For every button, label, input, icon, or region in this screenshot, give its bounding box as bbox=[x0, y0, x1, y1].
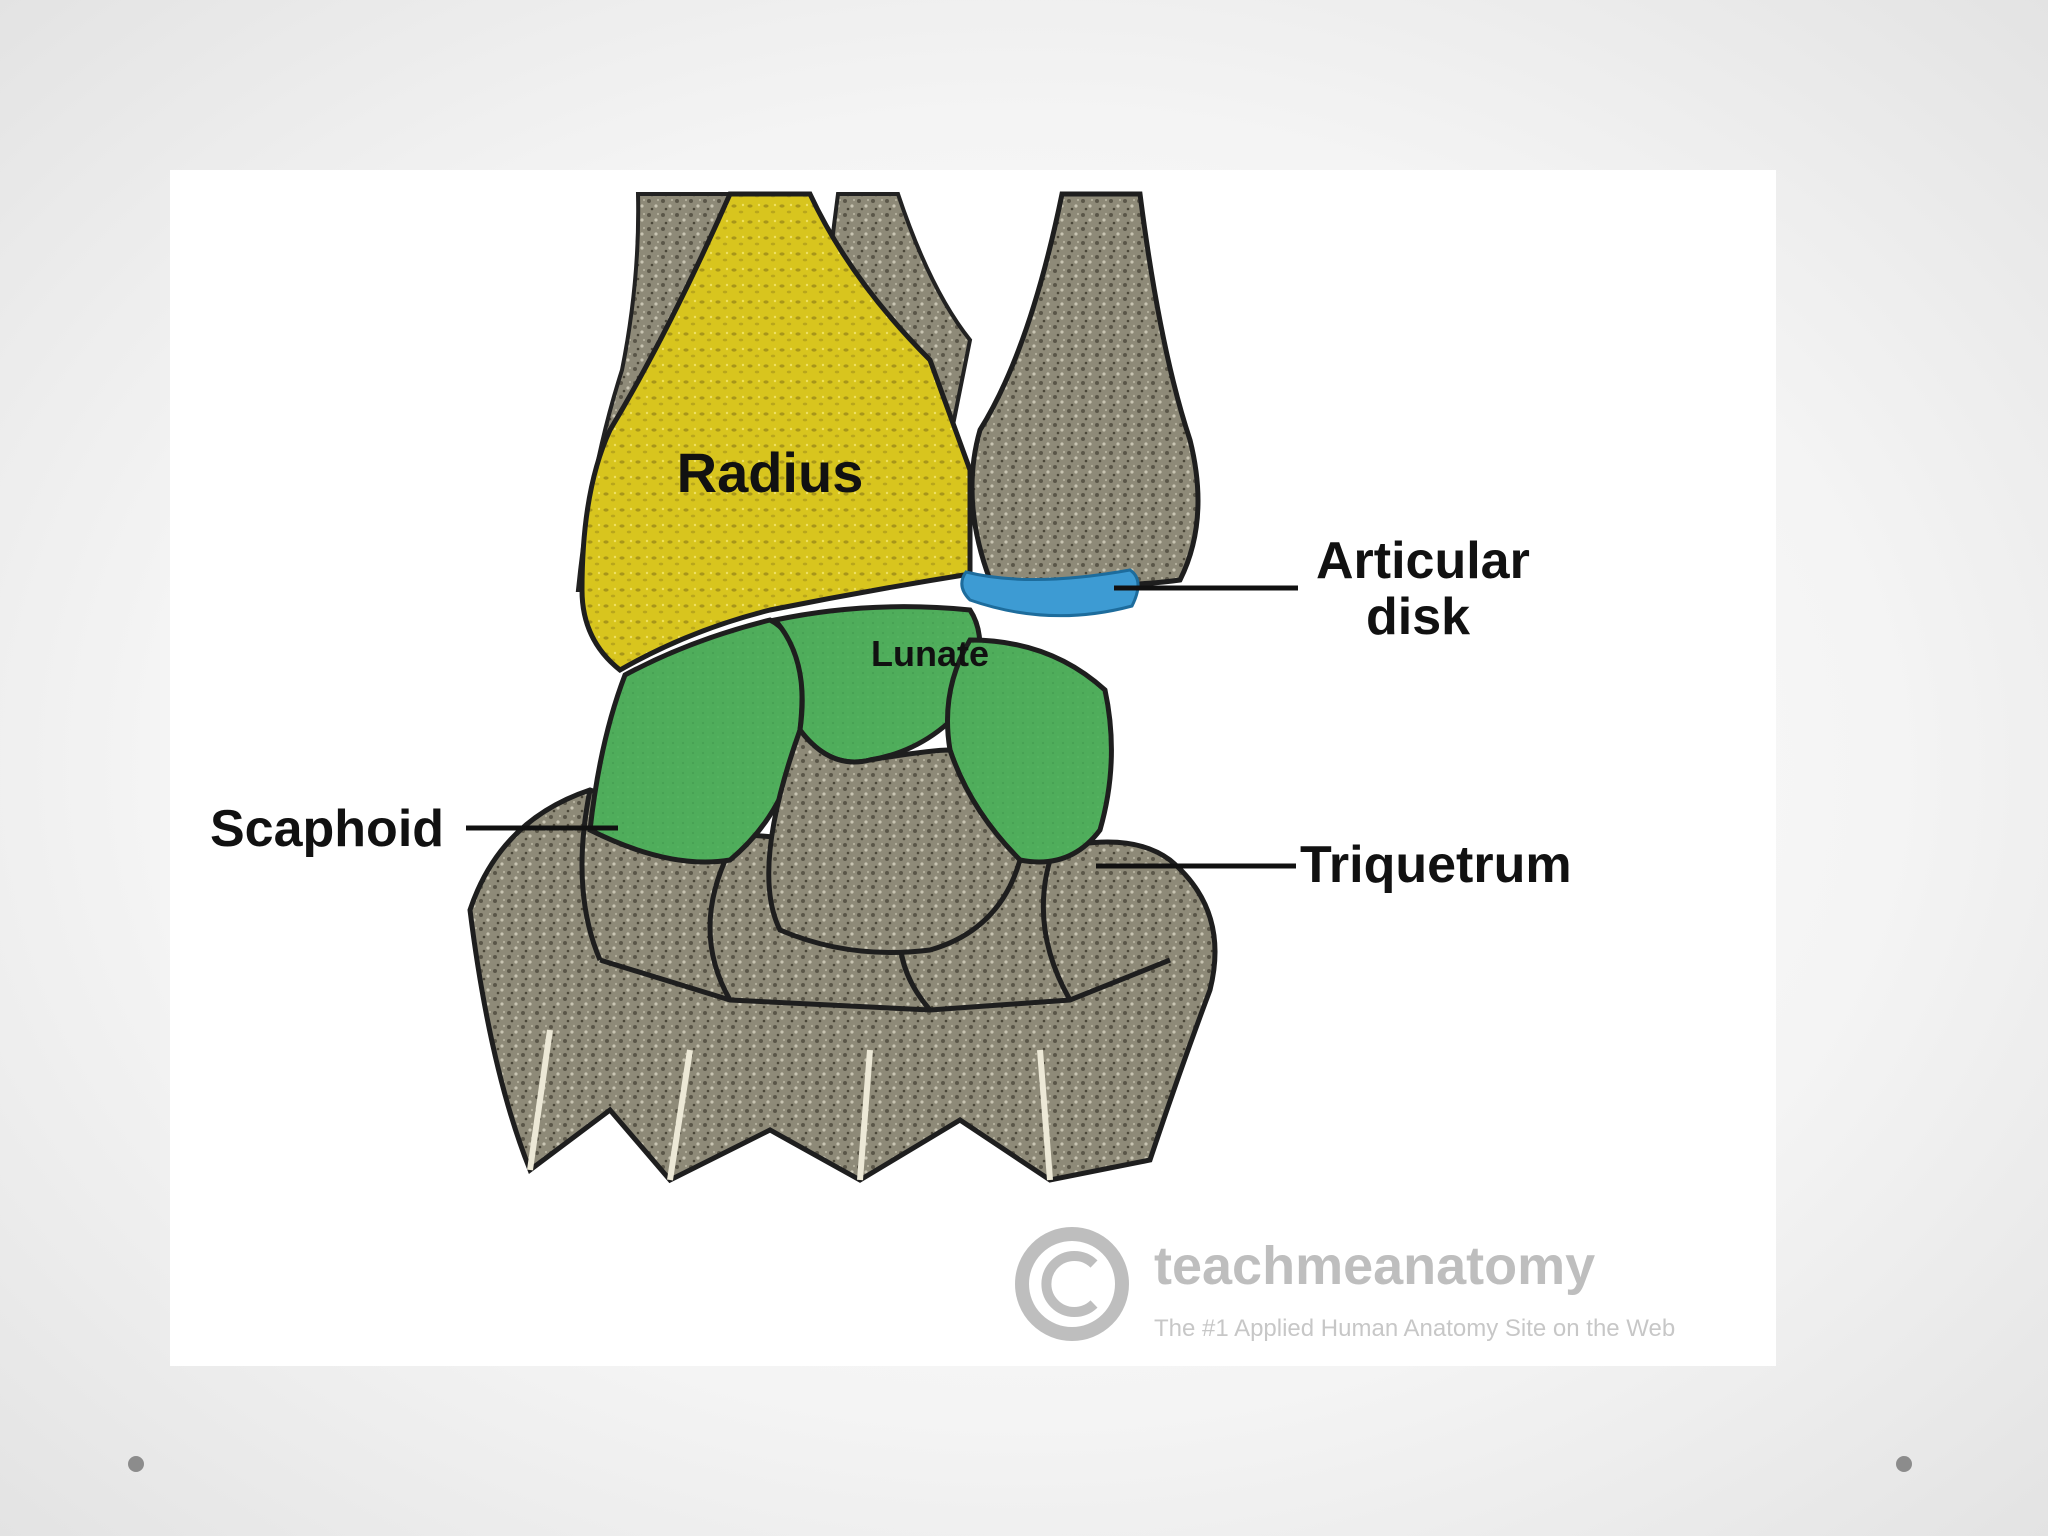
watermark-tagline: The #1 Applied Human Anatomy Site on the… bbox=[1154, 1315, 1675, 1342]
watermark: teachmeanatomy The #1 Applied Human Anat… bbox=[1015, 1227, 1675, 1342]
label-radius: Radius bbox=[677, 441, 864, 504]
slide-bullet-left bbox=[128, 1456, 144, 1472]
label-lunate: Lunate bbox=[871, 633, 989, 674]
wrist-anatomy-diagram: Radius Articular disk Lunate Scaphoid Tr… bbox=[210, 191, 1675, 1342]
central-carpal bbox=[766, 724, 1023, 955]
watermark-brand: teachmeanatomy bbox=[1154, 1236, 1595, 1296]
ulna-bone bbox=[969, 191, 1201, 588]
copyright-icon bbox=[1015, 1227, 1129, 1341]
label-triquetrum: Triquetrum bbox=[1300, 836, 1572, 894]
lunate-bone bbox=[770, 604, 983, 765]
anatomy-figure-panel: Radius Articular disk Lunate Scaphoid Tr… bbox=[170, 170, 1776, 1366]
label-articular-disk-line1: Articular bbox=[1316, 532, 1530, 590]
radius-bone bbox=[579, 191, 973, 674]
slide-bullet-right bbox=[1896, 1456, 1912, 1472]
label-scaphoid: Scaphoid bbox=[210, 800, 444, 858]
label-articular-disk-line2: disk bbox=[1366, 588, 1470, 646]
articular-disk bbox=[960, 568, 1140, 618]
triquetrum-bone bbox=[945, 637, 1114, 865]
